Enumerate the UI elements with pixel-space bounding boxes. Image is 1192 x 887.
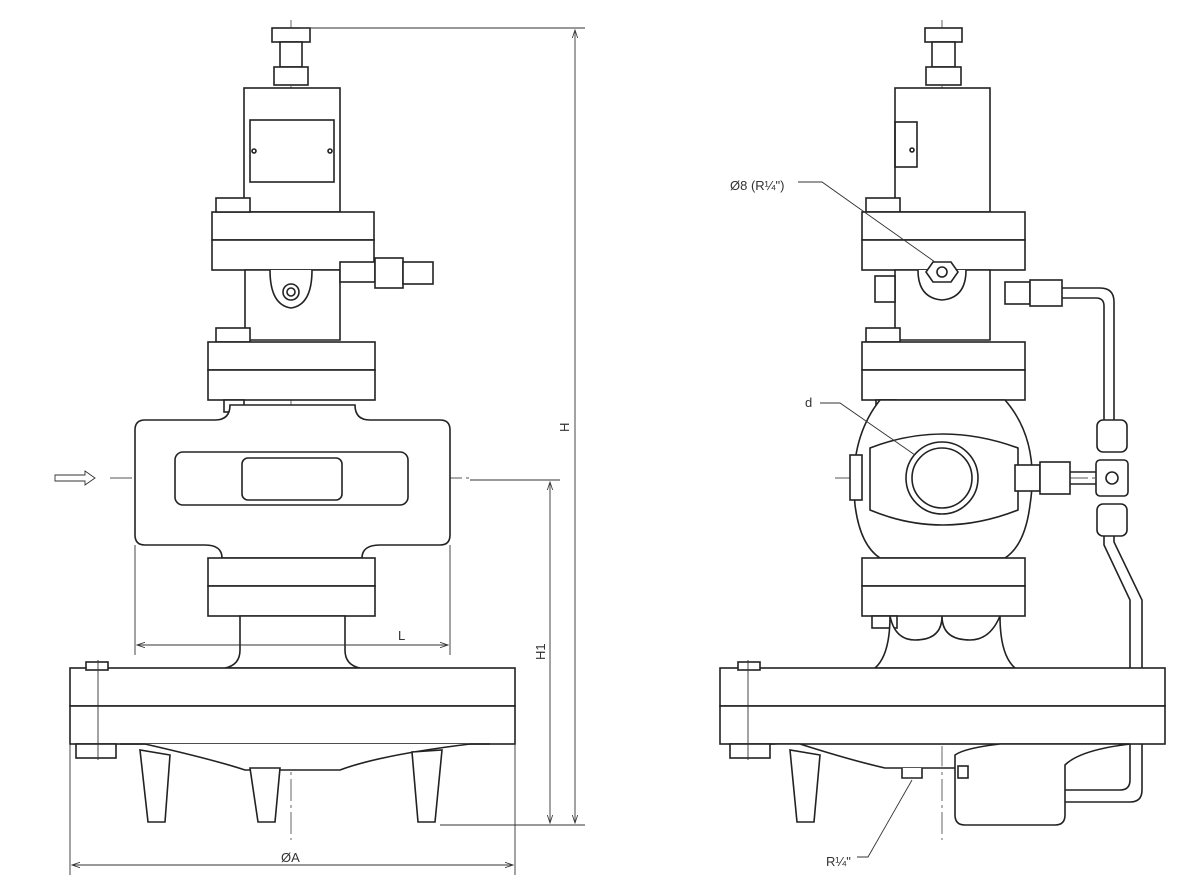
annotations: Ø8 (R¼") d R¼" [730, 178, 936, 869]
gauge-port-label: Ø8 (R¼") [730, 178, 784, 193]
dimension-diameter-a-label: ØA [281, 850, 300, 865]
drain-port-label: R¼" [826, 854, 851, 869]
dimension-h-label: H [557, 423, 572, 432]
pipe-diameter-label: d [805, 395, 812, 410]
dimensions: H H1 L ØA [69, 27, 585, 875]
arrow-right-icon [54, 470, 96, 486]
dimension-h1-label: H1 [533, 643, 548, 660]
dimension-l-label: L [398, 628, 405, 643]
side-view [719, 20, 1166, 840]
front-view [54, 20, 516, 840]
